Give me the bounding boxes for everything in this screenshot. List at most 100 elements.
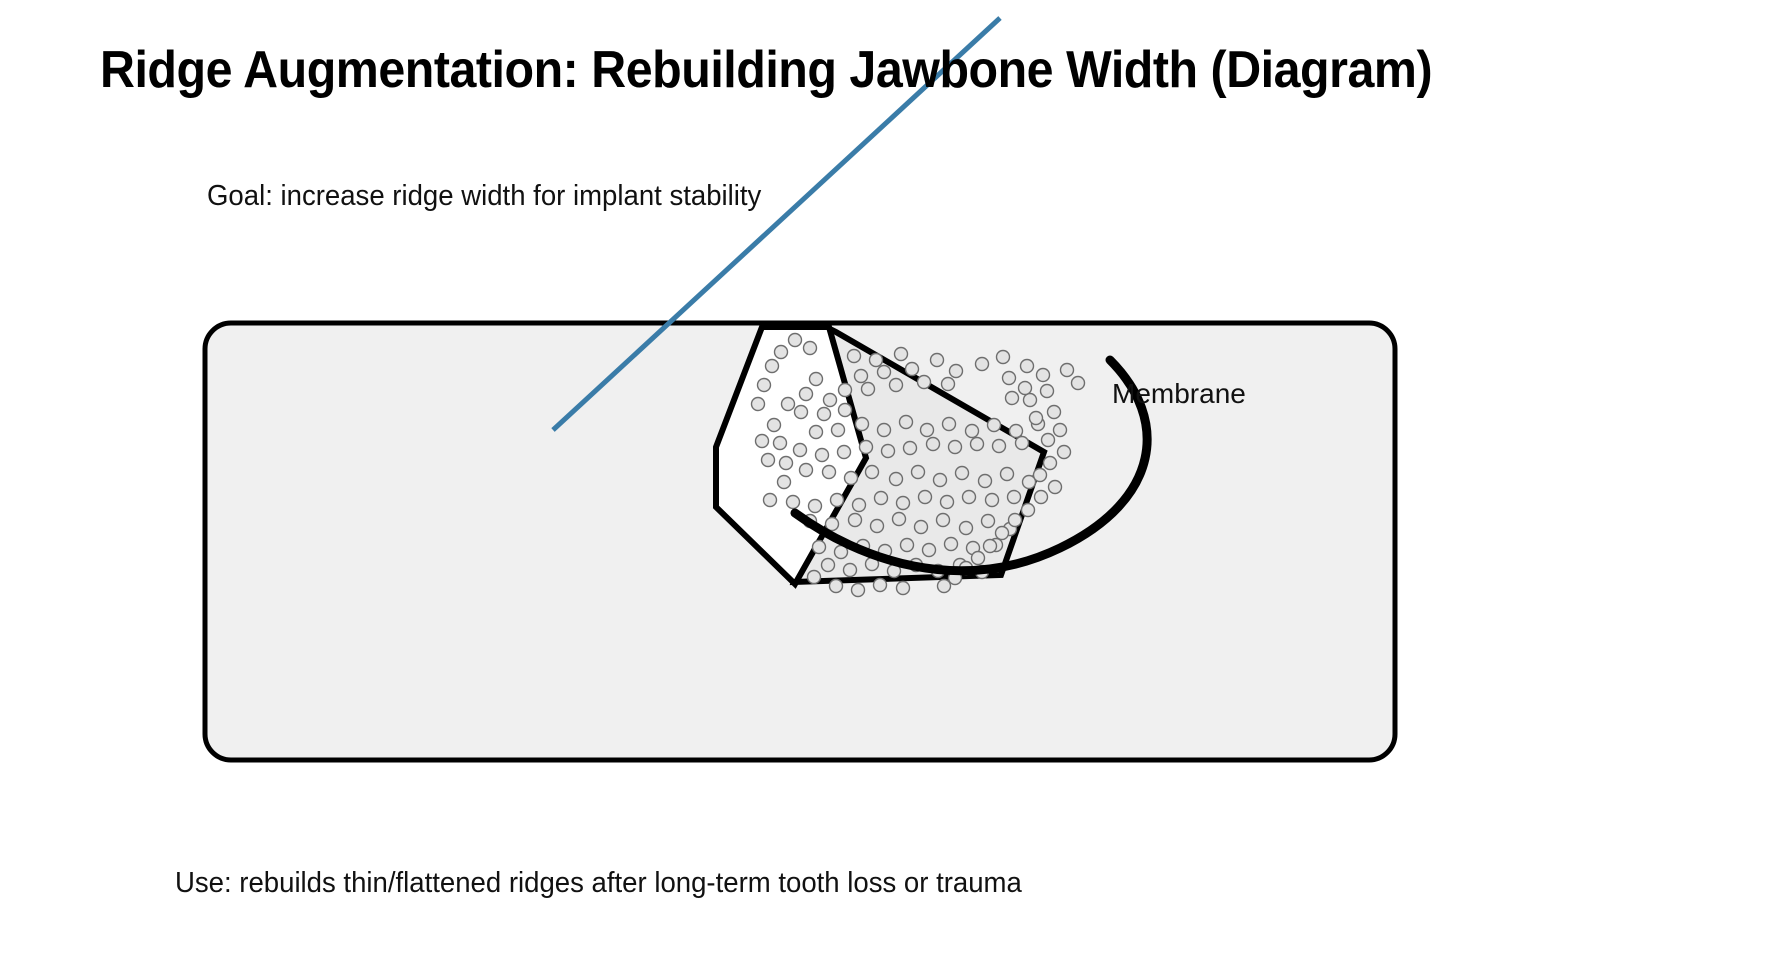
- graft-particle: [854, 416, 870, 432]
- graft-particle: [1039, 383, 1055, 399]
- goal-caption: Goal: increase ridge width for implant s…: [207, 180, 762, 212]
- graft-particle: [811, 539, 827, 555]
- graft-particle: [808, 371, 824, 387]
- graft-particle: [851, 497, 867, 513]
- graft-particle: [846, 348, 862, 364]
- graft-particle: [1070, 375, 1086, 391]
- graft-particle: [808, 424, 824, 440]
- graft-particle: [991, 438, 1007, 454]
- graft-particle: [940, 376, 956, 392]
- graft-particle: [982, 538, 998, 554]
- graft-particle: [902, 440, 918, 456]
- graft-particle: [1040, 432, 1056, 448]
- graft-particle: [792, 442, 808, 458]
- graft-particle: [772, 435, 788, 451]
- graft-particles: [750, 332, 1086, 598]
- graft-particle: [864, 464, 880, 480]
- graft-particle: [837, 402, 853, 418]
- graft-particle: [898, 414, 914, 430]
- graft-particle: [843, 470, 859, 486]
- graft-particle: [798, 462, 814, 478]
- graft-particle: [802, 340, 818, 356]
- accent-diagonal-line: [551, 16, 1002, 432]
- graft-particle: [830, 422, 846, 438]
- graft-particle: [766, 417, 782, 433]
- graft-particle: [910, 464, 926, 480]
- graft-particle: [1019, 358, 1035, 374]
- graft-particle: [970, 550, 986, 566]
- graft-particle: [876, 364, 892, 380]
- membrane-curve: [790, 355, 1152, 576]
- graft-particle: [977, 473, 993, 489]
- graft-particle: [936, 578, 952, 594]
- graft-particle: [760, 452, 776, 468]
- page-title: Ridge Augmentation: Rebuilding Jawbone W…: [100, 41, 1433, 99]
- graft-particle: [798, 386, 814, 402]
- membrane-label: Membrane: [1112, 378, 1246, 409]
- graft-particle: [969, 436, 985, 452]
- graft-particle: [872, 577, 888, 593]
- graft-particle: [893, 346, 909, 362]
- graft-particle: [947, 439, 963, 455]
- graft-particle: [793, 404, 809, 420]
- graft-particle: [762, 492, 778, 508]
- graft-particle: [806, 569, 822, 585]
- graft-particle: [994, 525, 1010, 541]
- graft-particle: [1052, 422, 1068, 438]
- graft-particle: [1046, 404, 1062, 420]
- graft-particle: [824, 516, 840, 532]
- graft-particle: [836, 444, 852, 460]
- graft-particle: [974, 356, 990, 372]
- graft-particle: [860, 381, 876, 397]
- graft-particle: [980, 513, 996, 529]
- graft-particle: [822, 392, 838, 408]
- graft-particle: [785, 494, 801, 510]
- graft-particle: [961, 489, 977, 505]
- graft-particle: [750, 396, 766, 412]
- graft-particle: [756, 377, 772, 393]
- graft-particle: [754, 433, 770, 449]
- graft-particle: [1047, 479, 1063, 495]
- graft-particle: [807, 498, 823, 514]
- graft-particle: [868, 352, 884, 368]
- graft-particle: [995, 349, 1011, 365]
- graft-particle: [1001, 370, 1017, 386]
- graft-particle: [941, 416, 957, 432]
- graft-particle: [1022, 392, 1038, 408]
- graft-particle: [984, 492, 1000, 508]
- graft-particle: [925, 436, 941, 452]
- graft-particle: [821, 464, 837, 480]
- graft-particle: [787, 332, 803, 348]
- graft-particle: [948, 363, 964, 379]
- graft-particle: [873, 490, 889, 506]
- graft-particle: [853, 368, 869, 384]
- graft-particle: [895, 580, 911, 596]
- graft-particle: [943, 536, 959, 552]
- graft-particle: [1032, 467, 1048, 483]
- graft-particle: [869, 518, 885, 534]
- graft-particle: [916, 374, 932, 390]
- graft-particle: [814, 447, 830, 463]
- graft-particle: [773, 344, 789, 360]
- graft-particle: [778, 455, 794, 471]
- graft-particle: [828, 578, 844, 594]
- graft-particle: [876, 422, 892, 438]
- graft-particle: [1006, 489, 1022, 505]
- graft-particle: [1021, 474, 1037, 490]
- graft-particle: [1059, 362, 1075, 378]
- graft-particle: [935, 512, 951, 528]
- graft-particle: [1035, 367, 1051, 383]
- graft-particle: [891, 511, 907, 527]
- graft-particle: [850, 582, 866, 598]
- graft-particle: [1004, 390, 1020, 406]
- graft-particle: [904, 361, 920, 377]
- graft-particle: [820, 557, 836, 573]
- graft-particle: [917, 489, 933, 505]
- graft-particle: [780, 396, 796, 412]
- graft-particle: [999, 466, 1015, 482]
- graft-particle: [958, 520, 974, 536]
- graft-particle: [899, 537, 915, 553]
- graft-particle: [954, 465, 970, 481]
- graft-particle: [816, 406, 832, 422]
